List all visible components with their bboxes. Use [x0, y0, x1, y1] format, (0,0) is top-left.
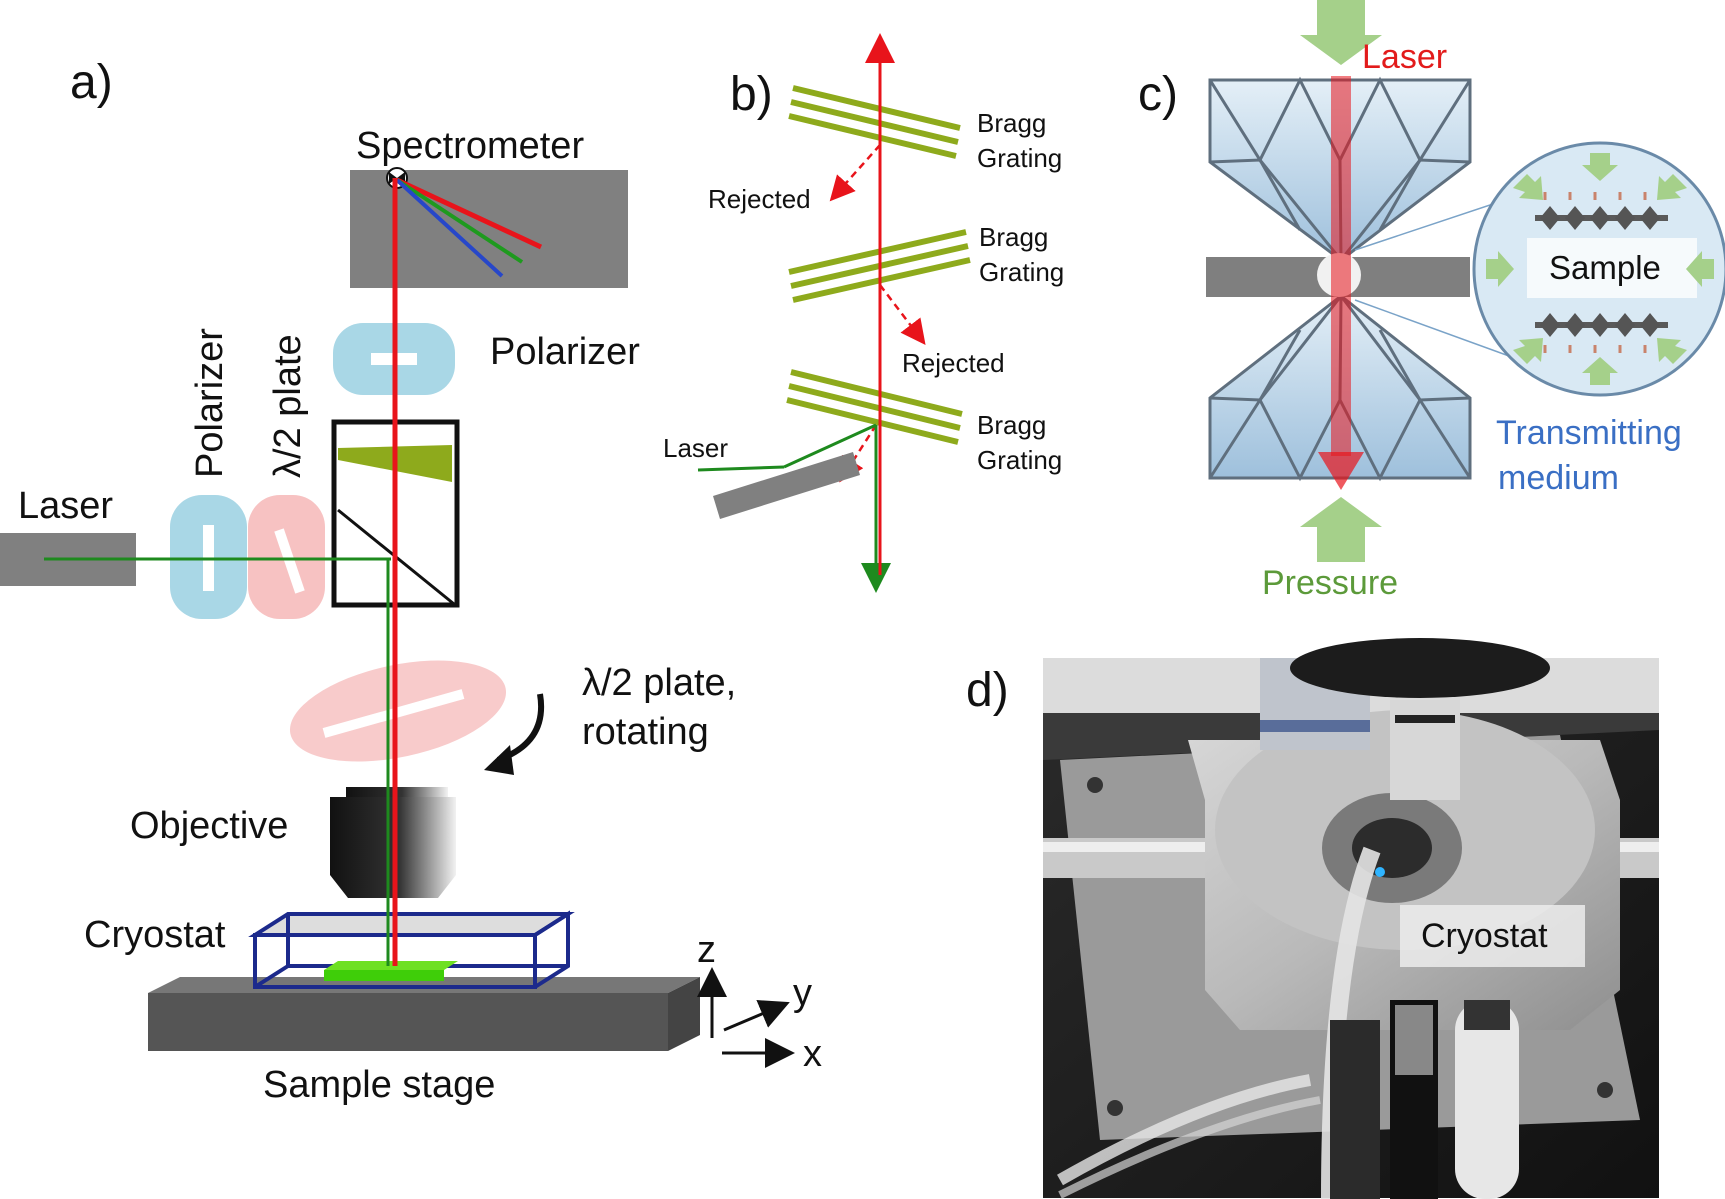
zoom-line-bottom [1354, 299, 1521, 361]
panel-a: a) Spectrometer Polarizer Laser Polarize… [0, 56, 822, 1106]
laser-label: Laser [18, 485, 113, 527]
axis-y-label: y [793, 972, 812, 1014]
dispersed-red-ray [395, 177, 543, 250]
bragg-grating-3-label-line2: Grating [977, 445, 1062, 475]
sample-label: Sample [1549, 249, 1661, 286]
rotation-arrow-curve [496, 693, 545, 763]
bragg-grating-3-label-line1: Bragg [977, 410, 1046, 440]
panel-b-label: b) [730, 68, 773, 121]
sample-zoom-circle: Sample [1472, 141, 1725, 397]
pressure-arrow-top-icon [1300, 0, 1382, 65]
panel-b: b) Bragg Grating Bragg Grating Bragg Gra… [663, 33, 1064, 593]
half-wave-plate-slit [274, 528, 305, 594]
objective-label: Objective [130, 805, 288, 847]
crystal-layer-bottom-icon [1535, 313, 1668, 353]
cryostat-photo [1043, 638, 1659, 1199]
crystal-layer-top-icon [1535, 192, 1668, 230]
bragg-grating-2-label-line2: Grating [979, 257, 1064, 287]
bragg-grating-2-label-line1: Bragg [979, 222, 1048, 252]
spectrometer-label: Spectrometer [356, 125, 584, 167]
cryostat-photo-label-bg [1400, 905, 1585, 967]
rejected-label-2: Rejected [902, 348, 1005, 378]
sample-stage [148, 977, 700, 1051]
rejected-label-1: Rejected [708, 184, 811, 214]
panel-c-label: c) [1138, 68, 1178, 121]
pressure-label: Pressure [1262, 564, 1398, 602]
bragg-grating-1-label-line1: Bragg [977, 108, 1046, 138]
axis-z-label: z [697, 929, 716, 971]
sample-slab [324, 961, 458, 970]
panel-d-label: d) [966, 664, 1009, 717]
axis-x-label: x [803, 1033, 822, 1075]
transmitting-medium-label-line2: medium [1498, 459, 1619, 497]
polarizer-right-label: Polarizer [490, 331, 640, 373]
panel-d: d) [966, 638, 1659, 1199]
laser-injection-block [713, 452, 860, 519]
sample-stage-label: Sample stage [263, 1064, 495, 1106]
rotation-arrow-head-icon [484, 745, 514, 775]
rotating-plate-label-line1: λ/2 plate, [582, 662, 736, 704]
bragg-grating-3 [786, 369, 963, 445]
dispersed-green-ray [395, 178, 524, 264]
laser-beam-c [1331, 76, 1351, 456]
laser-beam-c-arrowhead [1318, 452, 1364, 490]
bragg-grating-1 [788, 85, 961, 159]
cryostat-label-a: Cryostat [84, 914, 226, 956]
cryostat-label-d: Cryostat [1421, 917, 1548, 955]
sample-slab-front [324, 970, 444, 981]
polarizer-left-label: Polarizer [189, 328, 231, 478]
laser-beam-in [697, 465, 785, 472]
laser-beam-reflected [783, 423, 877, 469]
transmitting-medium-label-line1: Transmitting [1496, 414, 1682, 452]
dispersed-blue-ray [395, 178, 504, 278]
laser-label-c: Laser [1362, 38, 1447, 76]
bragg-grating-1-label-line2: Grating [977, 143, 1062, 173]
medium-pressure-arrows-icon [1486, 153, 1714, 385]
panel-a-label: a) [70, 56, 113, 109]
pressure-arrow-bottom-icon [1300, 497, 1382, 562]
rejected-arrow-3 [839, 424, 878, 483]
half-wave-plate-label: λ/2 plate [267, 334, 309, 478]
rejected-arrow-2 [879, 284, 926, 345]
axis-y-arrow [723, 1000, 790, 1032]
rejected-arrow-1 [829, 144, 881, 202]
panel-c: c) Pressure Laser [1138, 0, 1725, 602]
spectrometer-box [350, 170, 628, 288]
rotating-plate-label-line2: rotating [582, 711, 709, 753]
laser-label-b: Laser [663, 433, 728, 463]
